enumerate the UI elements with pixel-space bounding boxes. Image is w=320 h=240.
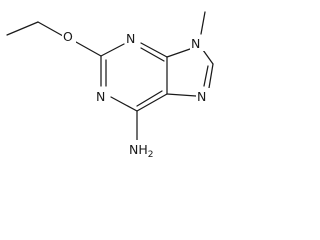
bond-ethyl-ch2-o <box>37 21 64 37</box>
atom-text-n9: N <box>191 36 200 51</box>
bond-c4-n9 <box>166 48 191 58</box>
atom-text-nh2-subscript: 2 <box>148 150 154 160</box>
bond-c5-c6-double-a <box>136 93 168 112</box>
bond-c2-n3-single <box>100 43 125 57</box>
bond-o-c2 <box>75 41 102 57</box>
bond-c5-c6-double-b <box>136 90 163 107</box>
bond-c6-n1 <box>110 96 138 112</box>
atom-text-n7: N <box>197 89 206 104</box>
atom-text-nh2: NH2 <box>129 142 153 160</box>
atom-label-n7: N <box>196 88 211 104</box>
molecule-structure-diagram: O N N N N NH2 <box>6 11 214 160</box>
atom-label-ethoxy-oxygen: O <box>62 28 76 44</box>
atom-text-n1: N <box>96 89 105 104</box>
bond-n3-c4-double-a <box>140 42 168 58</box>
bond-n9-c8 <box>202 49 214 65</box>
atom-text-n3: N <box>126 31 135 46</box>
bond-c8-n7-double-b <box>203 65 209 87</box>
atom-text-nh: NH <box>129 142 148 157</box>
atom-label-n1: N <box>95 88 110 104</box>
bond-n9-methyl <box>200 11 206 35</box>
bond-n7-c5 <box>166 93 197 97</box>
atom-label-n3: N <box>125 30 140 46</box>
atom-text-o: O <box>63 29 73 44</box>
bond-c8-n7-double-a <box>208 63 214 89</box>
bond-ethyl-ch3-ch2 <box>6 21 39 36</box>
atom-label-n9: N <box>190 35 205 51</box>
atom-label-nh2: NH2 <box>128 140 158 160</box>
bond-n3-c4-double-b <box>140 47 165 62</box>
